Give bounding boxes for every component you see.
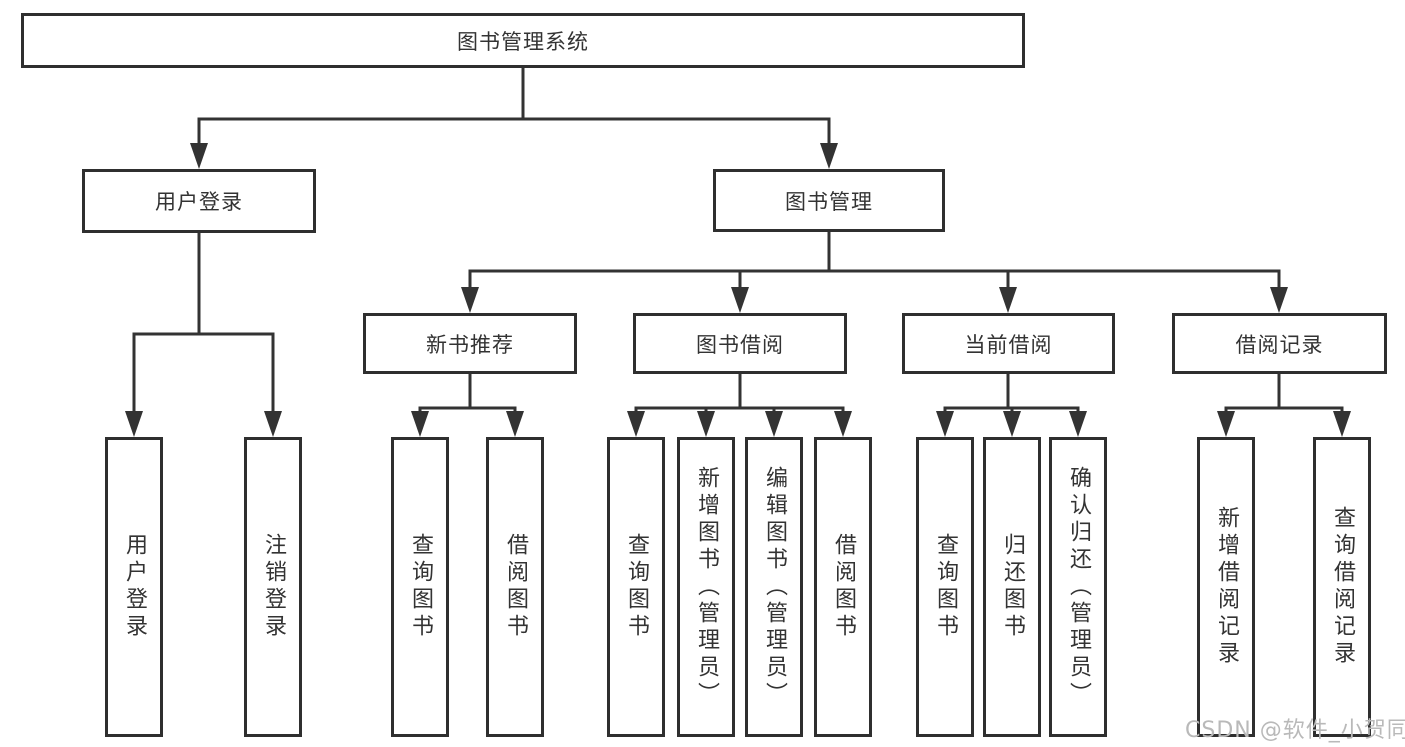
watermark-csdn: CSDN @软件_小贺同学 — [1185, 718, 1405, 743]
leaf-borrow-books: 借阅图书 — [814, 437, 872, 737]
leaf-query-borrow-record-label: 查询借阅记录 — [1330, 506, 1355, 668]
leaf-return-books: 归还图书 — [983, 437, 1041, 737]
node-new-book-recommend-label: 新书推荐 — [426, 332, 514, 357]
node-book-management-label: 图书管理 — [785, 189, 873, 214]
leaf-current-query-books: 查询图书 — [916, 437, 974, 737]
leaf-confirm-return-admin-label: 确认归还（管理员） — [1066, 465, 1091, 709]
leaf-add-books-admin-label: 新增图书（管理员） — [694, 465, 719, 709]
leaf-user-login: 用户登录 — [105, 437, 163, 737]
leaf-add-borrow-record: 新增借阅记录 — [1197, 437, 1255, 737]
leaf-return-books-label: 归还图书 — [1000, 533, 1025, 641]
node-current-borrow: 当前借阅 — [902, 313, 1115, 374]
leaf-current-query-books-label: 查询图书 — [933, 533, 958, 641]
leaf-confirm-return-admin: 确认归还（管理员） — [1049, 437, 1107, 737]
leaf-edit-books-admin: 编辑图书（管理员） — [745, 437, 803, 737]
node-book-management: 图书管理 — [713, 169, 945, 232]
node-new-book-recommend: 新书推荐 — [363, 313, 577, 374]
node-book-borrow: 图书借阅 — [633, 313, 847, 374]
leaf-newbook-query-books: 查询图书 — [391, 437, 449, 737]
leaf-add-books-admin: 新增图书（管理员） — [677, 437, 735, 737]
node-borrow-records-label: 借阅记录 — [1235, 332, 1324, 357]
node-borrow-records: 借阅记录 — [1172, 313, 1387, 374]
leaf-logout: 注销登录 — [244, 437, 302, 737]
leaf-user-login-label: 用户登录 — [122, 533, 147, 641]
node-root-library-system: 图书管理系统 — [21, 13, 1025, 68]
node-user-login-label: 用户登录 — [155, 190, 243, 214]
leaf-query-borrow-record: 查询借阅记录 — [1313, 437, 1371, 737]
leaf-newbook-query-books-label: 查询图书 — [408, 533, 433, 641]
node-current-borrow-label: 当前借阅 — [964, 332, 1053, 357]
leaf-add-borrow-record-label: 新增借阅记录 — [1214, 506, 1239, 668]
leaf-borrow-query-books: 查询图书 — [607, 437, 665, 737]
leaf-logout-label: 注销登录 — [261, 533, 286, 641]
node-root-label: 图书管理系统 — [457, 29, 589, 54]
leaf-borrow-books-label: 借阅图书 — [831, 533, 856, 641]
leaf-borrow-query-books-label: 查询图书 — [624, 533, 649, 641]
leaf-newbook-borrow-books-label: 借阅图书 — [503, 533, 528, 641]
leaf-edit-books-admin-label: 编辑图书（管理员） — [762, 465, 787, 709]
node-user-login: 用户登录 — [82, 169, 316, 233]
leaf-newbook-borrow-books: 借阅图书 — [486, 437, 544, 737]
node-book-borrow-label: 图书借阅 — [696, 332, 784, 357]
